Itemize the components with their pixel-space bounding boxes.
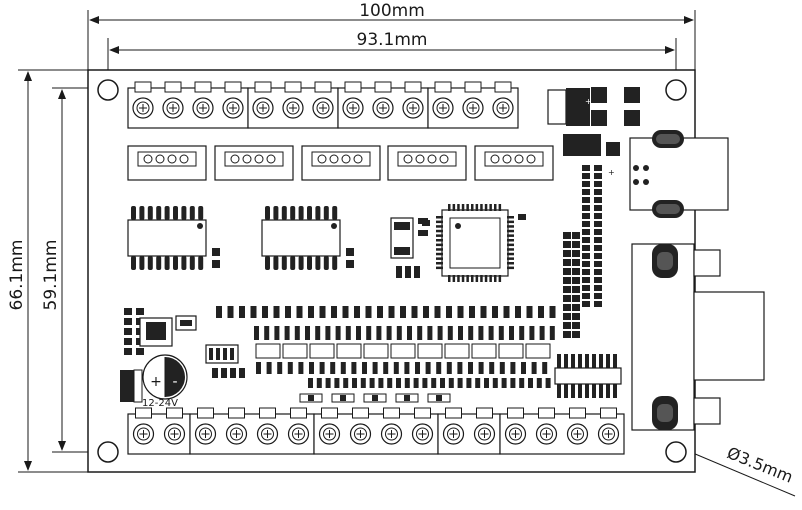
- mounting-hole-top-left: [97, 79, 119, 101]
- pin-header-1: [127, 145, 207, 181]
- screw-terminal: [380, 407, 403, 445]
- bottom-terminal-group-2: [189, 407, 315, 455]
- bottom-terminal-group-4: [437, 407, 501, 455]
- bottom-terminal-group-1: [127, 407, 191, 455]
- width-label: 100mm: [359, 1, 425, 21]
- hole-span-label: 93.1mm: [357, 30, 428, 50]
- screw-terminal: [566, 407, 589, 445]
- smd-column: [554, 165, 622, 398]
- bottom-terminal-block: [127, 407, 625, 455]
- screw-terminal: [597, 407, 620, 445]
- top-terminal-group-3: [337, 81, 429, 129]
- top-terminal-group-4: [427, 81, 519, 129]
- screw-terminal: [504, 407, 527, 445]
- svg-text:+: +: [608, 168, 615, 177]
- db-parallel-connector: [631, 243, 765, 431]
- crystal-block: [390, 217, 428, 278]
- top-terminal-group-1: [127, 81, 249, 129]
- screw-terminal: [492, 81, 514, 119]
- power-input: + - 12-24V: [120, 315, 239, 409]
- screw-terminal: [372, 81, 394, 119]
- screw-terminal: [342, 81, 364, 119]
- cap-plus-label: +: [150, 374, 162, 390]
- driver-ic-right: [261, 206, 354, 270]
- screw-terminal: [163, 407, 186, 445]
- dimension-height: 66.1mm: [7, 69, 88, 473]
- screw-terminal: [256, 407, 279, 445]
- microcontroller-qfp: [422, 204, 526, 282]
- screw-terminal: [192, 81, 214, 119]
- dimension-width-100: 100mm: [87, 1, 696, 70]
- cap-minus-label: -: [172, 374, 177, 390]
- driver-ic-left: [127, 206, 220, 270]
- screw-terminal: [432, 81, 454, 119]
- screw-terminal: [162, 81, 184, 119]
- pin-header-5: [474, 145, 554, 181]
- hole-diameter-label: Ø3.5mm: [724, 443, 795, 487]
- usb-connector: +: [563, 130, 729, 218]
- screw-terminal: [462, 81, 484, 119]
- screw-terminal: [349, 407, 372, 445]
- screw-terminal: [411, 407, 434, 445]
- top-terminal-group-2: [247, 81, 339, 129]
- screw-terminal: [222, 81, 244, 119]
- hole-height-label: 59.1mm: [41, 240, 61, 311]
- mounting-hole-bottom-right: [665, 441, 687, 463]
- voltage-regulator: +: [547, 87, 640, 126]
- pin-header-3: [301, 145, 381, 181]
- screw-terminal: [252, 81, 274, 119]
- screw-terminal: [282, 81, 304, 119]
- bottom-terminal-group-5: [499, 407, 625, 455]
- pin-header-4: [387, 145, 467, 181]
- screw-terminal: [225, 407, 248, 445]
- pin-header-2: [214, 145, 294, 181]
- screw-terminal: [442, 407, 465, 445]
- bottom-terminal-group-3: [313, 407, 439, 455]
- screw-terminal: [312, 81, 334, 119]
- screw-terminal: [194, 407, 217, 445]
- screw-terminal: [473, 407, 496, 445]
- pin-header-row: [127, 145, 554, 181]
- screw-terminal: [132, 81, 154, 119]
- screw-terminal: [318, 407, 341, 445]
- screw-terminal: [535, 407, 558, 445]
- component-rows: [124, 306, 556, 403]
- screw-terminal: [287, 407, 310, 445]
- screw-terminal: [132, 407, 155, 445]
- screw-terminal: [402, 81, 424, 119]
- mounting-hole-bottom-left: [97, 441, 119, 463]
- mounting-hole-top-right: [665, 79, 687, 101]
- power-voltage-label: 12-24V: [142, 398, 178, 409]
- top-terminal-block: [127, 81, 519, 129]
- height-label: 66.1mm: [7, 240, 27, 311]
- svg-text:+: +: [585, 97, 592, 106]
